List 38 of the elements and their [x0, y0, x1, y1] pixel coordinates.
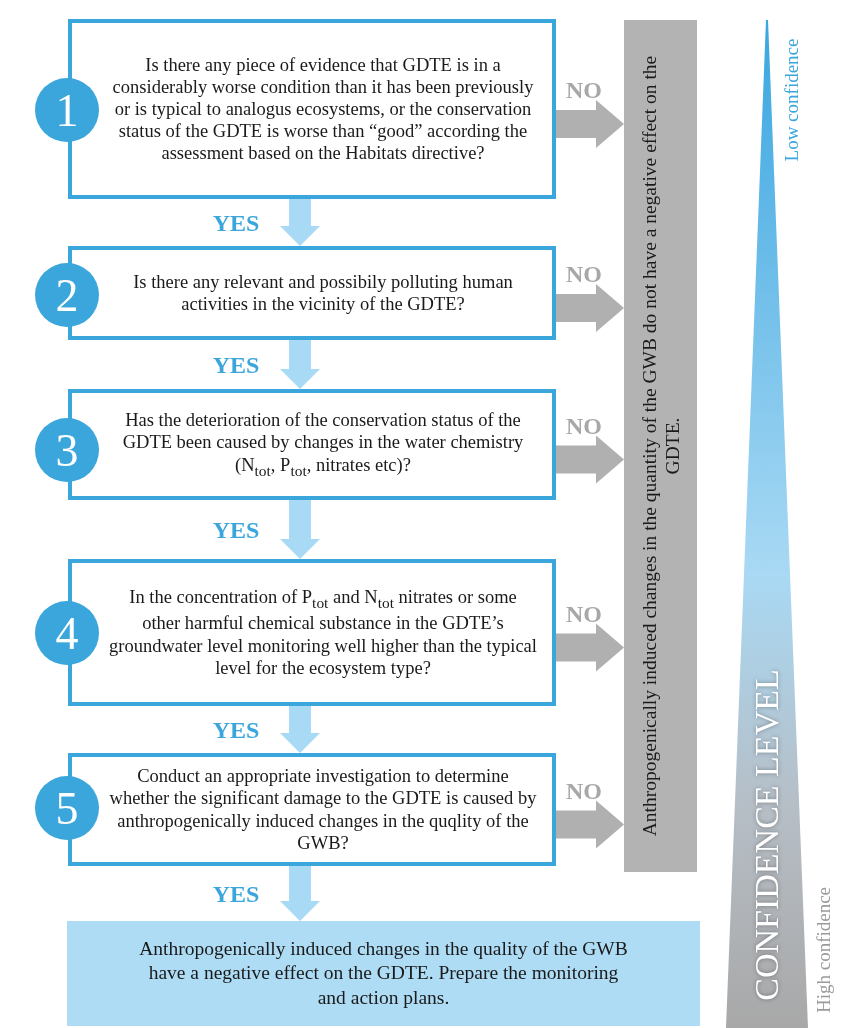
result-box [67, 921, 700, 1026]
edge-label: YES [212, 716, 260, 743]
scale-label: Low confidence [781, 38, 803, 162]
number-circle: 2 [35, 263, 99, 327]
wedge-label: CONFIDENCE LEVEL [748, 669, 786, 1001]
outcome-text: Anthropogenically induced changes in the quantity of the GWB do not have a negative effect on the GDTE. [637, 54, 684, 839]
right-arrow [556, 100, 624, 148]
question-text: In the concentration of P$_{tot}$ and N$_{tot}$ nitrates or some other harmful chemical substance in the GDTE’s groundwater level monitoring well higher than the typical level for the ecosystem type? [108, 586, 538, 679]
outcome-bar [624, 20, 697, 872]
question-text: Has the deterioration of the conservation status of the GDTE been caused by changes in the water chemistry (N$_{tot}$, P$_{tot}$, nitrates etc)? [121, 409, 525, 480]
edge-label: NO [566, 412, 602, 439]
scale-label: High confidence [813, 886, 835, 1014]
down-arrow [280, 500, 320, 559]
down-arrow [280, 340, 320, 389]
question-text: Conduct an appropriate investigation to determine whether the significant damage to the GDTE is caused by anthropogenically induced changes in the quqlity of the GWB? [108, 765, 538, 854]
question-text: Is there any relevant and possibily polluting human activities in the vicinity of the GDTE? [132, 270, 514, 316]
right-arrow [556, 284, 624, 332]
edge-label: YES [212, 880, 260, 907]
edge-label: YES [212, 351, 260, 378]
edge-label: NO [566, 600, 602, 627]
number-circle: 3 [35, 418, 99, 482]
right-arrow [556, 623, 624, 672]
number-circle: 5 [35, 776, 99, 840]
right-arrow [556, 435, 624, 484]
number-circle: 4 [35, 601, 99, 665]
down-arrow [280, 199, 320, 246]
edge-label: NO [566, 260, 602, 288]
number-circle: 1 [35, 78, 99, 142]
edge-label: NO [566, 777, 602, 804]
question-text: Is there any piece of evidence that GDTE is in a considerably worse condition than it has been previously or is typical to analogus ecosystems, or the conservation status of the GDTE is worse than “good” according the assessment based on the Habitats directive? [111, 53, 535, 165]
edge-label: YES [212, 516, 260, 543]
edge-label: YES [212, 209, 260, 236]
down-arrow [280, 866, 320, 921]
down-arrow [280, 706, 320, 753]
confidence-wedge [726, 20, 808, 1028]
right-arrow [556, 800, 624, 849]
result-text: Anthropogenically induced changes in the quality of the GWB have a negative effect on the GDTE. Prepare the monitoring and action plans. [138, 936, 629, 1010]
edge-label: NO [566, 76, 602, 104]
